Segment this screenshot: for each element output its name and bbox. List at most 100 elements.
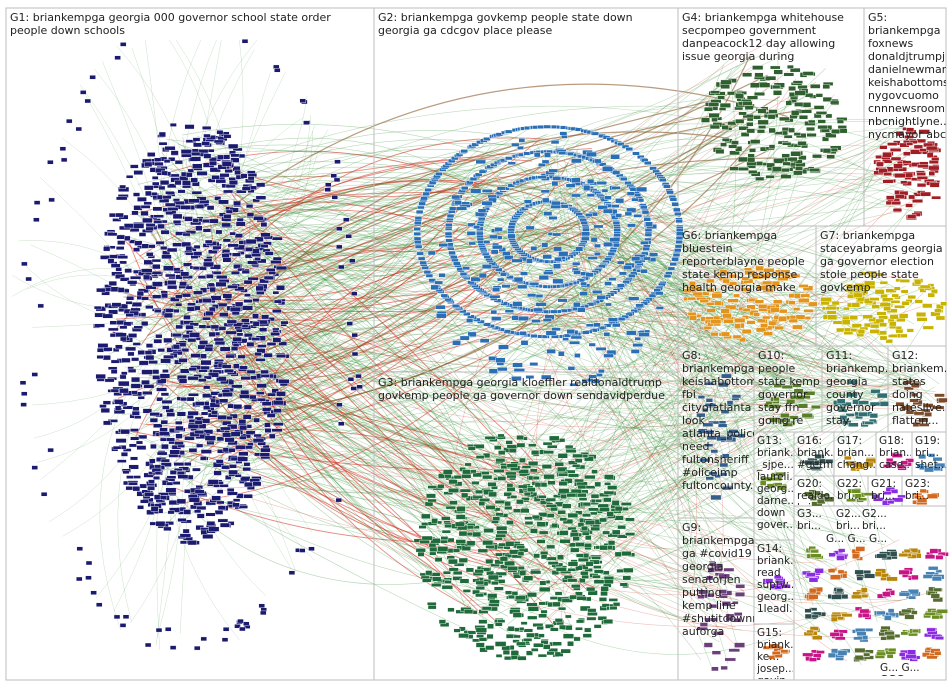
node-g1 [151, 369, 160, 375]
node-g6 [727, 298, 739, 303]
node-g9 [704, 617, 712, 622]
node-g1 [122, 470, 130, 475]
node-g4 [815, 111, 828, 115]
node-g1 [106, 232, 118, 237]
node-g2 [413, 231, 421, 236]
node-g3 [600, 591, 608, 597]
node-minor-cluster [908, 595, 916, 600]
node-g1 [213, 470, 222, 476]
node-g1 [202, 125, 212, 130]
node-g1 [119, 388, 129, 394]
node-g1 [241, 269, 250, 274]
node-g3 [538, 495, 547, 499]
node-g3 [603, 497, 612, 503]
node-g2 [562, 337, 569, 341]
node-g3 [478, 637, 488, 642]
node-g1 [276, 285, 285, 291]
node-g1-periphery [241, 39, 249, 44]
node-g5 [886, 195, 895, 200]
node-small-group [864, 461, 874, 467]
node-g3 [526, 602, 538, 607]
group-panel-minor-clusters [793, 505, 947, 681]
node-g5 [876, 161, 884, 167]
node-g1 [160, 358, 171, 364]
node-g7 [919, 284, 931, 289]
node-g4 [757, 108, 767, 114]
node-g1-periphery [351, 291, 358, 296]
node-g1 [163, 265, 174, 271]
node-g4 [837, 125, 847, 130]
node-g2 [557, 298, 568, 303]
edge-g1-g2-reciprocal [110, 159, 486, 335]
node-g5 [916, 183, 927, 188]
node-g1 [215, 229, 223, 235]
node-g1 [148, 360, 158, 365]
node-g1 [212, 484, 220, 488]
node-g7 [854, 285, 863, 291]
edge-to-minor-group [599, 110, 822, 564]
node-g4 [770, 65, 781, 70]
edge-to-minor-group [556, 297, 897, 515]
node-g1 [174, 420, 183, 425]
node-g8 [721, 373, 732, 379]
node-small-group [927, 493, 939, 499]
node-g1 [265, 268, 276, 272]
node-g1 [102, 420, 111, 426]
node-g2 [454, 200, 462, 206]
node-small-group [771, 477, 783, 482]
node-g1 [115, 246, 125, 250]
edge-to-minor-group [173, 103, 810, 422]
edge-g1-periphery [165, 355, 240, 641]
edge-to-minor-group [529, 412, 907, 614]
node-g3 [523, 628, 534, 633]
node-g3 [572, 464, 581, 468]
node-g8 [722, 486, 732, 491]
node-g4 [735, 118, 745, 124]
node-g1 [204, 239, 213, 244]
node-g2 [655, 306, 664, 310]
node-g3 [564, 478, 573, 484]
node-g1 [214, 196, 222, 201]
edge-to-minor-group [587, 384, 908, 513]
edge-to-minor-group [565, 176, 920, 262]
edge-to-minor-group [442, 418, 850, 529]
edge-to-minor-group [521, 177, 873, 594]
node-small-group [872, 494, 880, 499]
node-g2 [497, 277, 505, 282]
node-g3 [488, 491, 497, 498]
node-g3 [461, 474, 472, 479]
node-g1 [143, 161, 153, 167]
node-g1 [221, 222, 231, 228]
node-g1 [158, 141, 168, 146]
node-g1-periphery [333, 177, 341, 183]
node-small-group [766, 483, 775, 489]
node-g1 [202, 261, 214, 268]
node-g1 [121, 357, 131, 363]
node-g3 [539, 580, 547, 586]
node-g3 [614, 515, 624, 521]
node-minor-cluster [901, 608, 912, 614]
node-g1 [237, 354, 246, 359]
node-g3 [545, 504, 558, 508]
node-g3 [567, 561, 579, 567]
node-g4 [797, 84, 808, 90]
node-g1 [272, 337, 282, 343]
edge-to-minor-group [587, 258, 848, 538]
node-g2 [588, 374, 598, 379]
node-g1 [93, 305, 102, 310]
node-g4 [820, 128, 830, 133]
node-g1 [242, 467, 251, 472]
edge-to-minor-group [515, 227, 823, 563]
node-g1 [223, 189, 234, 194]
edge-to-minor-group [507, 391, 874, 473]
node-g2 [644, 232, 653, 237]
node-g3 [600, 586, 609, 592]
node-g3 [584, 627, 592, 633]
node-g3 [554, 618, 563, 623]
node-g6 [710, 319, 722, 325]
node-g6 [790, 273, 801, 278]
edge-to-minor-group [604, 166, 926, 261]
edge-to-minor-group [531, 192, 898, 566]
node-g4 [826, 154, 835, 159]
node-g5 [895, 130, 905, 137]
